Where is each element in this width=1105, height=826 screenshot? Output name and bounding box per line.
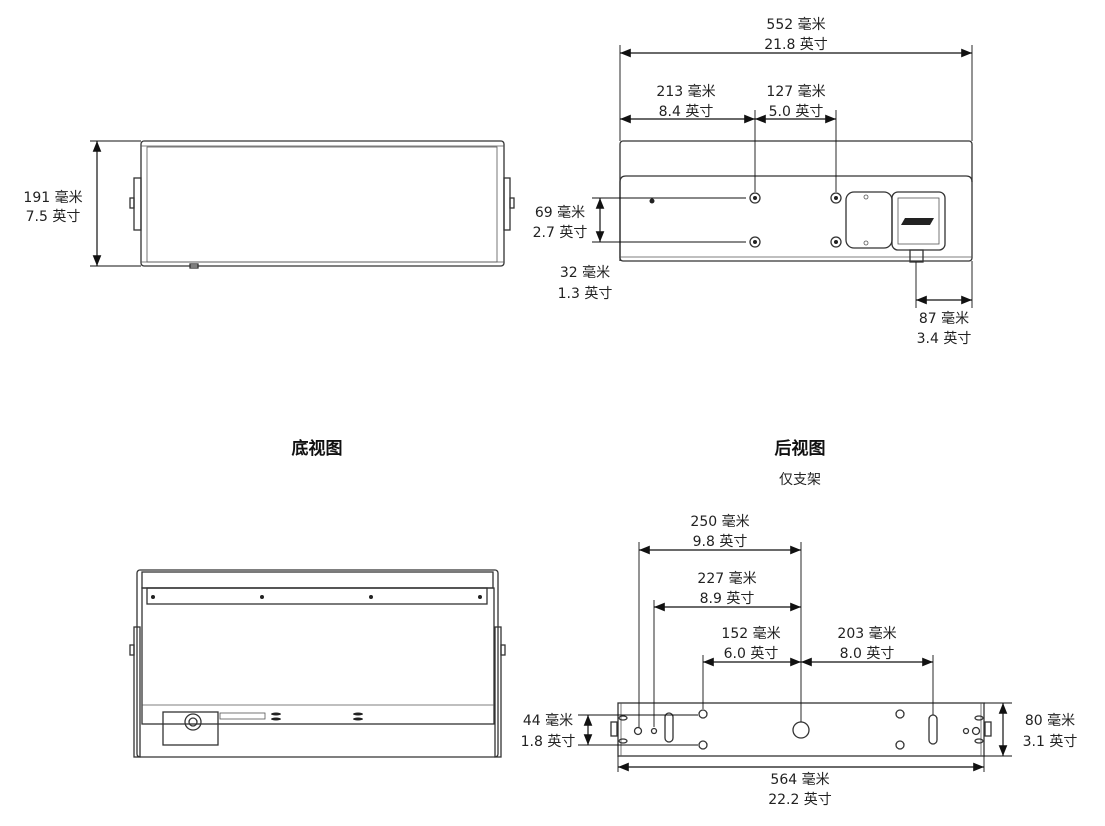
d80-in: 3.1 英寸 [1023, 733, 1078, 750]
d564-in: 22.2 英寸 [768, 791, 832, 808]
hole-offset-in: 8.4 英寸 [659, 103, 714, 120]
connector [162, 711, 219, 746]
overall-width-mm: 552 毫米 [766, 16, 825, 33]
hole-bottom-in: 1.3 英寸 [558, 285, 613, 302]
rear-view: 552 毫米 21.8 英寸 213 毫米 8.4 英寸 127 毫米 5.0 … [533, 16, 973, 347]
d250-in: 9.8 英寸 [693, 533, 748, 550]
height-in: 7.5 英寸 [26, 208, 81, 225]
brand-logo [901, 218, 934, 225]
d203-mm: 203 毫米 [837, 625, 896, 642]
d152-mm: 152 毫米 [721, 625, 780, 642]
d44-in: 1.8 英寸 [521, 733, 576, 750]
hole-spacing-h-in: 5.0 英寸 [769, 103, 824, 120]
front-view: 191 毫米 7.5 英寸 [23, 140, 515, 269]
rear-view-note: 仅支架 [779, 472, 821, 488]
d227-mm: 227 毫米 [697, 570, 756, 587]
bottom-view-title: 底视图 [292, 438, 343, 459]
cable-gland [909, 249, 924, 263]
connector-offset-mm: 87 毫米 [919, 310, 969, 327]
hole-spacing-h-mm: 127 毫米 [766, 83, 825, 100]
connector-offset-in: 3.4 英寸 [917, 330, 972, 347]
d44-mm: 44 毫米 [523, 712, 573, 729]
hole-spacing-v-in: 2.7 英寸 [533, 224, 588, 241]
bracket-view: 250 毫米 9.8 英寸 227 毫米 8.9 英寸 152 毫米 6.0 英… [521, 513, 1078, 808]
bottom-view [129, 569, 506, 758]
hole-spacing-v-mm: 69 毫米 [535, 204, 585, 221]
d564-mm: 564 毫米 [770, 771, 829, 788]
mounting-holes [749, 192, 842, 248]
rear-view-title: 后视图 [775, 438, 826, 459]
d203-in: 8.0 英寸 [840, 645, 895, 662]
d80-mm: 80 毫米 [1025, 712, 1075, 729]
d250-mm: 250 毫米 [690, 513, 749, 530]
d227-in: 8.9 英寸 [700, 590, 755, 607]
overall-width-in: 21.8 英寸 [764, 36, 828, 53]
hole-offset-mm: 213 毫米 [656, 83, 715, 100]
height-mm: 191 毫米 [23, 189, 82, 206]
hole-bottom-mm: 32 毫米 [560, 264, 610, 281]
d152-in: 6.0 英寸 [724, 645, 779, 662]
